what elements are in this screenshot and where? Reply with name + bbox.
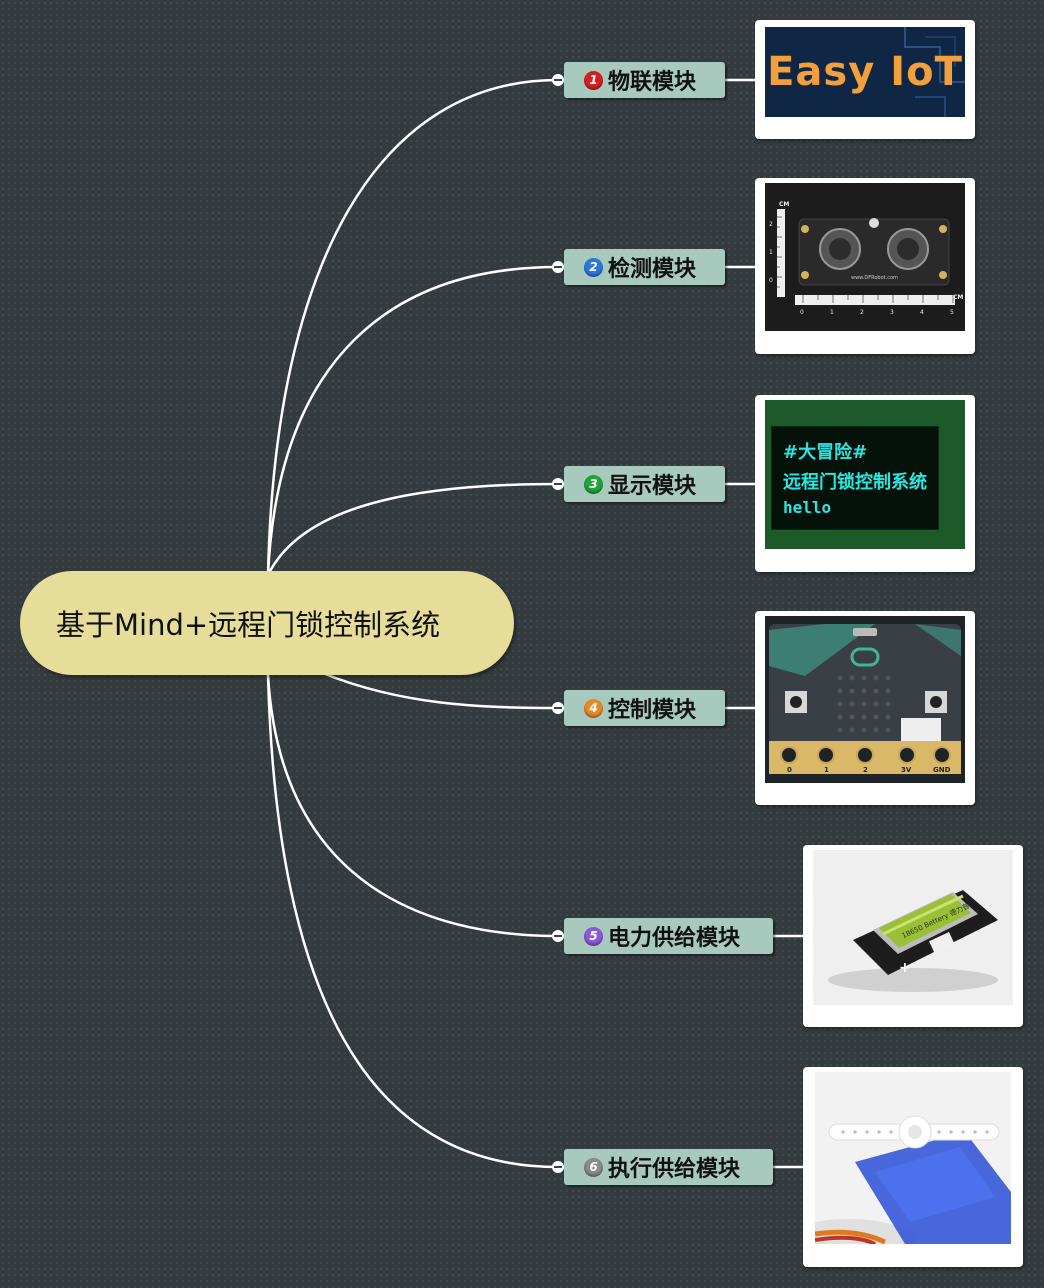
svg-text:+: + (899, 960, 911, 976)
priority-badge-4: 4 (584, 698, 603, 718)
connector-6 (266, 674, 559, 1169)
collapse-button-1[interactable] (552, 74, 564, 86)
ruler-x-tick: 5 (950, 309, 954, 316)
branch-label-2: 检测模块 (608, 257, 697, 282)
connector-1 (266, 78, 559, 576)
connector-4 (319, 670, 559, 710)
branch-topic-1[interactable]: 1 物联模块 (564, 62, 725, 98)
connector-2 (266, 265, 559, 576)
pin-label: 1 (824, 766, 829, 774)
easy-iot-logo-image: Easy IoT (765, 27, 965, 117)
image-card-6[interactable] (803, 1067, 1023, 1267)
priority-badge-3: 3 (584, 474, 603, 494)
ruler-tick-labels: 0 1 2 3 4 5 2 1 0 (765, 183, 965, 331)
ultrasonic-sensor-image: www.DFRobot.com CM CM 0 1 2 3 4 5 2 1 0 (765, 183, 965, 331)
battery-holder-image: + 18650 Bettery 德力普 (813, 850, 1013, 1005)
branch-label-4: 控制模块 (608, 698, 697, 723)
priority-badge-1: 1 (584, 70, 603, 90)
pin-label: 2 (863, 766, 868, 774)
ruler-x-tick: 3 (890, 309, 894, 316)
ruler-x-tick: 4 (920, 309, 924, 316)
microbit-board-image: 0 1 2 3V GND (765, 616, 965, 783)
image-card-1[interactable]: Easy IoT (755, 20, 975, 139)
branch-label-1: 物联模块 (608, 70, 697, 95)
microbit-pin-labels: 0 1 2 3V GND (765, 616, 965, 783)
branch-label-6: 执行供给模块 (608, 1157, 741, 1182)
connector-3 (266, 482, 559, 576)
pin-label: GND (933, 766, 951, 774)
branch-topic-5[interactable]: 5 电力供给模块 (564, 918, 773, 954)
priority-badge-2: 2 (584, 257, 603, 277)
branch-label-5: 电力供给模块 (608, 926, 741, 951)
sensor-brand-text: www.DFRobot.com (851, 275, 898, 281)
branch-label-3: 显示模块 (608, 474, 697, 499)
oled-line-2: 远程门锁控制系统 (783, 472, 927, 493)
collapse-button-2[interactable] (552, 261, 564, 273)
priority-badge-5: 5 (584, 926, 603, 946)
oled-display-image: #大冒险# 远程门锁控制系统 hello (765, 400, 965, 549)
oled-screen (771, 426, 939, 530)
branch-topic-6[interactable]: 6 执行供给模块 (564, 1149, 773, 1185)
image-card-3[interactable]: #大冒险# 远程门锁控制系统 hello (755, 395, 975, 572)
central-topic-label: 基于Mind+远程门锁控制系统 (56, 608, 441, 642)
connector-5 (266, 674, 559, 938)
easy-iot-logo-text: Easy IoT (767, 49, 963, 95)
ruler-y-tick: 1 (769, 249, 773, 256)
image-card-2[interactable]: www.DFRobot.com CM CM 0 1 2 3 4 5 2 1 0 (755, 178, 975, 354)
ruler-y-tick: 0 (769, 277, 773, 284)
oled-line-3: hello (783, 498, 832, 517)
ruler-unit-vertical: CM (779, 201, 790, 208)
ruler-x-tick: 0 (800, 309, 804, 316)
pin-label: 0 (787, 766, 792, 774)
ruler-x-tick: 2 (860, 309, 864, 316)
image-card-4[interactable]: 0 1 2 3V GND (755, 611, 975, 805)
collapse-button-3[interactable] (552, 478, 564, 490)
branch-topic-3[interactable]: 3 显示模块 (564, 466, 725, 502)
collapse-button-4[interactable] (552, 702, 564, 714)
oled-line-1: #大冒险# (783, 442, 868, 463)
branch-topic-2[interactable]: 2 检测模块 (564, 249, 725, 285)
image-card-5[interactable]: + 18650 Bettery 德力普 (803, 845, 1023, 1027)
ruler-unit-horizontal: CM (953, 294, 964, 301)
servo-motor-image (815, 1072, 1011, 1244)
collapse-button-6[interactable] (552, 1161, 564, 1173)
ruler-x-tick: 1 (830, 309, 834, 316)
collapse-button-5[interactable] (552, 930, 564, 942)
priority-badge-6: 6 (584, 1157, 603, 1177)
central-topic[interactable]: 基于Mind+远程门锁控制系统 (20, 571, 514, 675)
pin-label: 3V (901, 766, 912, 774)
ruler-y-tick: 2 (769, 221, 773, 228)
branch-topic-4[interactable]: 4 控制模块 (564, 690, 725, 726)
